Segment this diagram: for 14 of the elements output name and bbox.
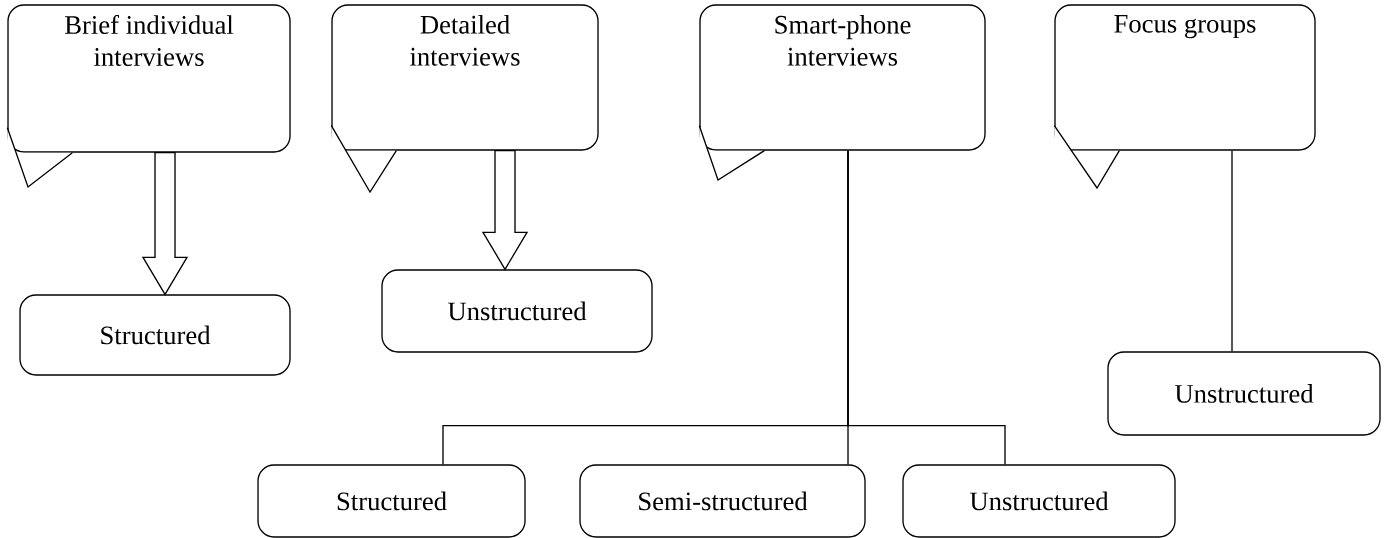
category-box: Structured xyxy=(19,294,291,376)
category-box: Unstructured xyxy=(902,464,1176,538)
speech-bubble: Detailed interviews xyxy=(330,4,599,194)
speech-bubble: Brief individual interviews xyxy=(6,4,291,189)
category-box: Structured xyxy=(257,464,526,538)
category-box: Unstructured xyxy=(381,269,653,353)
block-arrow xyxy=(481,150,529,271)
category-box: Unstructured xyxy=(1107,351,1381,436)
block-arrow xyxy=(141,152,189,296)
connector-line xyxy=(1231,150,1233,352)
connector-line xyxy=(847,150,1006,465)
speech-bubble: Smart-phone interviews xyxy=(698,4,986,181)
speech-bubble: Focus groups xyxy=(1053,4,1316,190)
category-box: Semi-structured xyxy=(579,464,866,538)
